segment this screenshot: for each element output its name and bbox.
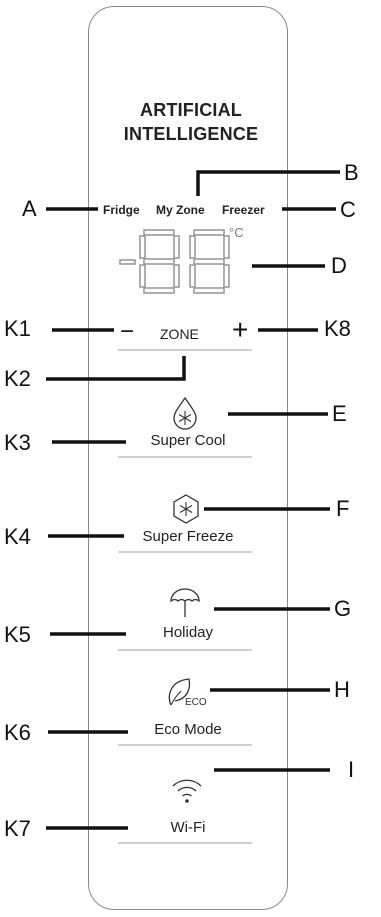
display-unit: °C bbox=[229, 225, 244, 240]
callout-k8: K8 bbox=[324, 316, 351, 341]
svg-text:ECO: ECO bbox=[185, 697, 207, 708]
super-freeze-button[interactable]: Super Freeze bbox=[142, 528, 234, 545]
control-panel bbox=[88, 6, 288, 910]
zone-fridge-label: Fridge bbox=[103, 203, 140, 217]
callout-g: G bbox=[334, 596, 352, 621]
title-line-1: ARTIFICIAL bbox=[140, 100, 242, 120]
wifi-button[interactable]: Wi-Fi bbox=[170, 819, 206, 836]
callout-k2: K2 bbox=[4, 366, 31, 391]
callout-k3: K3 bbox=[4, 430, 31, 455]
eco-mode-button[interactable]: Eco Mode bbox=[154, 721, 222, 738]
droplet-snowflake-icon bbox=[173, 396, 197, 430]
callout-k7: K7 bbox=[4, 816, 31, 841]
display-digit-1 bbox=[139, 229, 180, 294]
zone-freezer-label: Freezer bbox=[222, 203, 265, 217]
callout-k4: K4 bbox=[4, 524, 31, 549]
callout-b: B bbox=[344, 160, 359, 185]
callout-i: I bbox=[348, 757, 355, 782]
temperature-display bbox=[119, 229, 230, 294]
leader-line-k2 bbox=[46, 356, 186, 381]
leader-line-b bbox=[196, 170, 340, 196]
eco-leaf-icon: ECO bbox=[168, 678, 207, 708]
zone-minus-button[interactable]: − bbox=[120, 318, 135, 345]
callout-k6: K6 bbox=[4, 720, 31, 745]
callout-k1: K1 bbox=[4, 316, 31, 341]
zone-my-zone-label: My Zone bbox=[156, 203, 205, 217]
callout-f: F bbox=[336, 496, 350, 521]
callout-d: D bbox=[331, 253, 347, 278]
display-digit-2 bbox=[189, 229, 230, 294]
display-minus-segment bbox=[119, 259, 136, 265]
zone-plus-button[interactable]: + bbox=[232, 314, 249, 345]
holiday-button[interactable]: Holiday bbox=[162, 624, 214, 641]
callout-a: A bbox=[22, 196, 37, 221]
callout-c: C bbox=[340, 197, 356, 222]
hexagon-snowflake-icon bbox=[173, 494, 199, 524]
wifi-icon bbox=[172, 779, 202, 803]
umbrella-icon bbox=[170, 588, 200, 617]
callout-e: E bbox=[332, 401, 347, 426]
zone-button[interactable]: ZONE bbox=[160, 326, 199, 342]
callout-h: H bbox=[334, 677, 350, 702]
super-cool-button[interactable]: Super Cool bbox=[150, 432, 226, 449]
callout-k5: K5 bbox=[4, 622, 31, 647]
title-line-2: INTELLIGENCE bbox=[123, 124, 259, 144]
